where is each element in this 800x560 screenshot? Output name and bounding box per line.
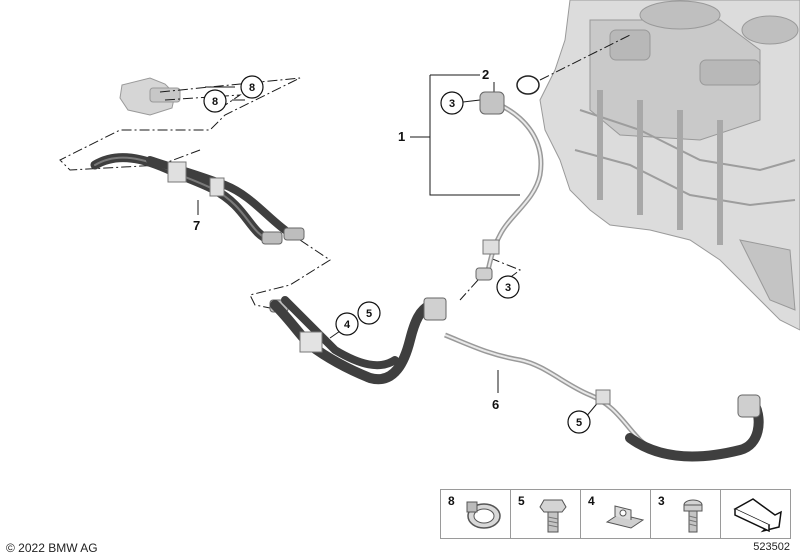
- callout-1: 1: [398, 129, 405, 144]
- callout-circle-3b: 3: [496, 275, 520, 299]
- svg-text:4: 4: [344, 319, 351, 331]
- svg-text:3: 3: [505, 282, 511, 294]
- legend-item-3: 3: [650, 489, 721, 539]
- hex-bolt-icon: [539, 499, 567, 533]
- callout-circle-8b: 8: [203, 89, 227, 113]
- callout-2: 2: [482, 67, 489, 82]
- hose-assembly-7: [90, 153, 305, 313]
- callout-circle-5a: 5: [357, 301, 381, 325]
- drawing-id: 523502: [753, 541, 790, 553]
- legend-item-5: 5: [510, 489, 581, 539]
- callout-circle-8a: 8: [240, 75, 264, 99]
- pipe-1: [475, 75, 544, 281]
- svg-text:5: 5: [576, 417, 582, 429]
- torx-bolt-icon: [683, 499, 703, 533]
- clip-nut-icon: [605, 505, 645, 529]
- callout-circle-5b: 5: [567, 410, 591, 434]
- svg-text:5: 5: [366, 308, 372, 320]
- hose-connector-part: [119, 77, 181, 116]
- svg-text:8: 8: [249, 82, 255, 94]
- legend-item-4: 4: [580, 489, 651, 539]
- copyright-text: © 2022 BMW AG: [6, 541, 98, 555]
- engine-block: [539, 0, 800, 331]
- svg-text:3: 3: [449, 98, 455, 110]
- hose-center: [270, 296, 447, 385]
- callout-7: 7: [193, 218, 200, 233]
- callout-6: 6: [492, 397, 499, 412]
- legend-item-arrow: [720, 489, 791, 539]
- hose-clamp-icon: [466, 501, 501, 529]
- arrow-down-right-icon: [733, 498, 782, 533]
- legend-item-8: 8: [440, 489, 511, 539]
- pipe-6: [444, 332, 764, 462]
- callout-circle-3a: 3: [440, 91, 464, 115]
- guide-lines: [59, 34, 631, 311]
- callout-circle-4: 4: [335, 312, 359, 336]
- svg-text:8: 8: [212, 96, 218, 108]
